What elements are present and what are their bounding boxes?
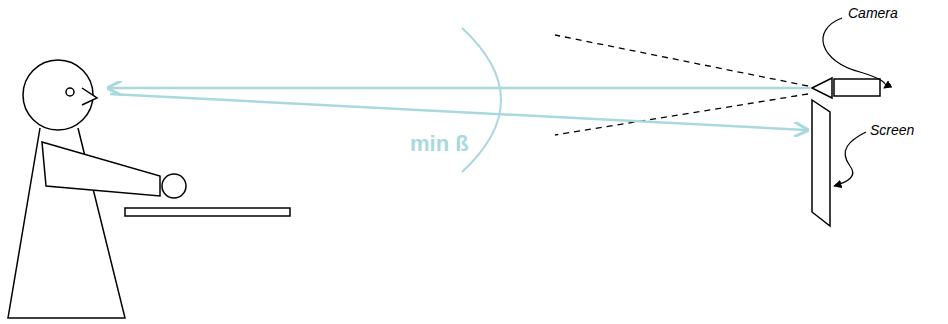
callout-label: Camera: [846, 6, 900, 21]
leader-line: [834, 132, 866, 186]
sight-line: [110, 94, 806, 130]
sight-line: [110, 87, 810, 90]
leader-line: [823, 18, 886, 88]
callout-label: Screen: [868, 123, 916, 138]
person-figure: [8, 60, 290, 318]
angle-label: min ß: [408, 132, 471, 156]
field-of-view: [555, 35, 808, 86]
camera-symbol: [812, 78, 880, 98]
screen-symbol: [812, 100, 830, 226]
